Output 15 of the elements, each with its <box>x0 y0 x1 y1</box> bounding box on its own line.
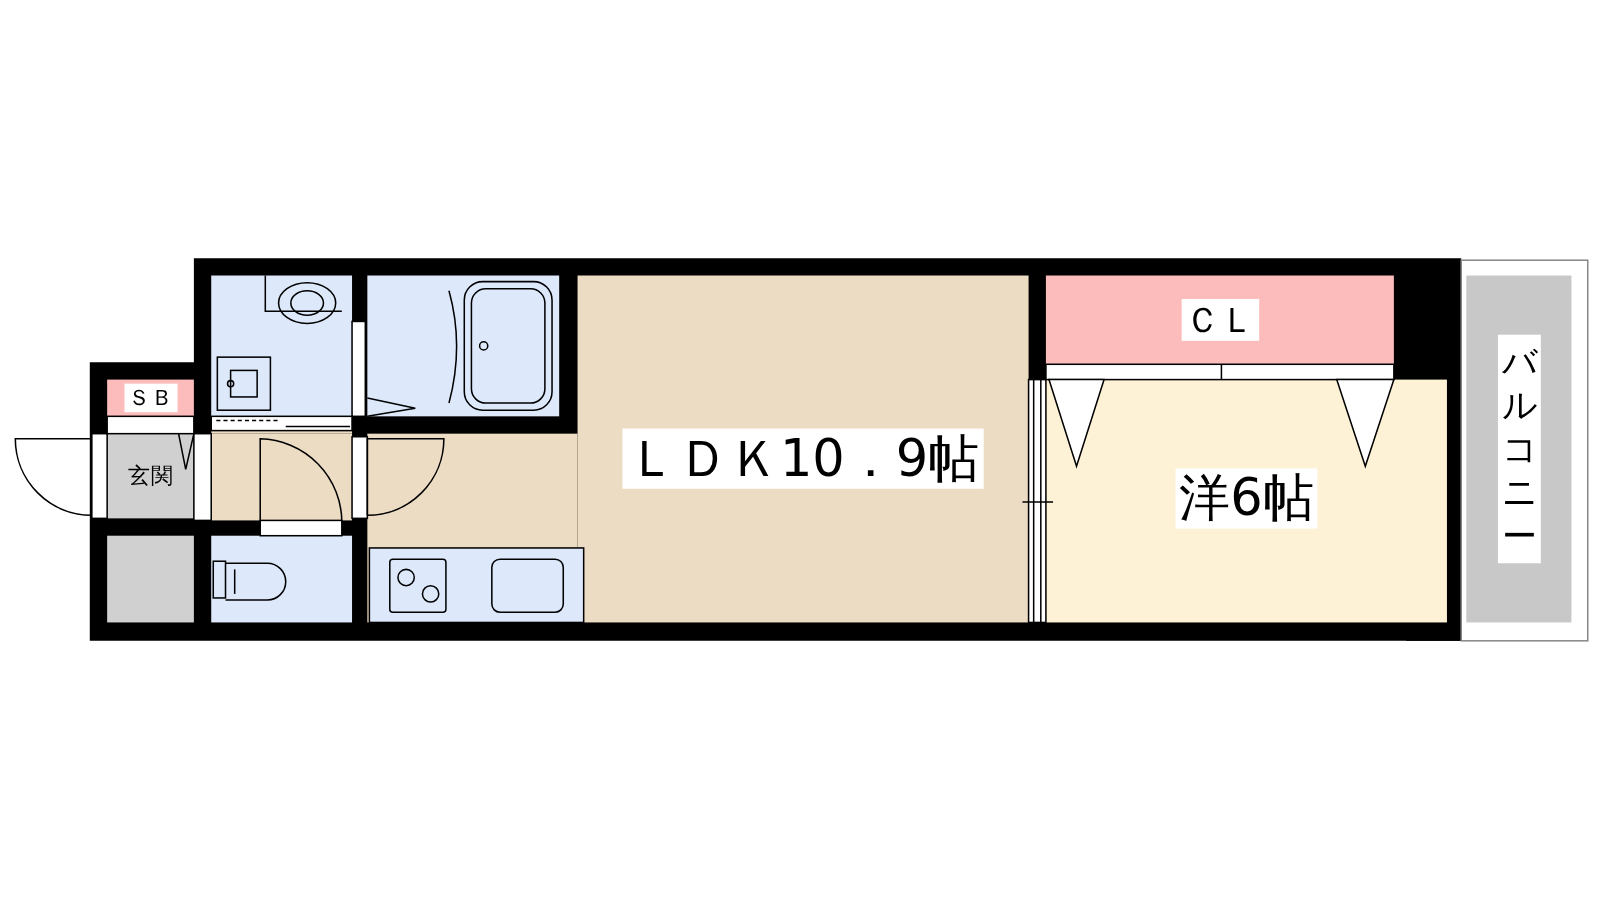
room-area <box>107 379 194 417</box>
room-area <box>211 275 353 417</box>
room-area <box>211 535 353 623</box>
room-label: ＣＬ <box>1181 298 1259 341</box>
room-area <box>1466 275 1572 623</box>
room-label: 洋6帖 <box>1175 468 1318 529</box>
room-area <box>107 433 194 519</box>
room-area <box>1045 379 1447 623</box>
room-area <box>367 275 560 417</box>
room-label: バルコニー <box>1497 334 1541 564</box>
room-area <box>107 535 194 623</box>
room-area <box>1045 275 1394 365</box>
room-label: ＳＢ <box>124 383 178 413</box>
room-area <box>577 275 1029 623</box>
room-label: ＬＤＫ10．9帖 <box>622 428 984 489</box>
